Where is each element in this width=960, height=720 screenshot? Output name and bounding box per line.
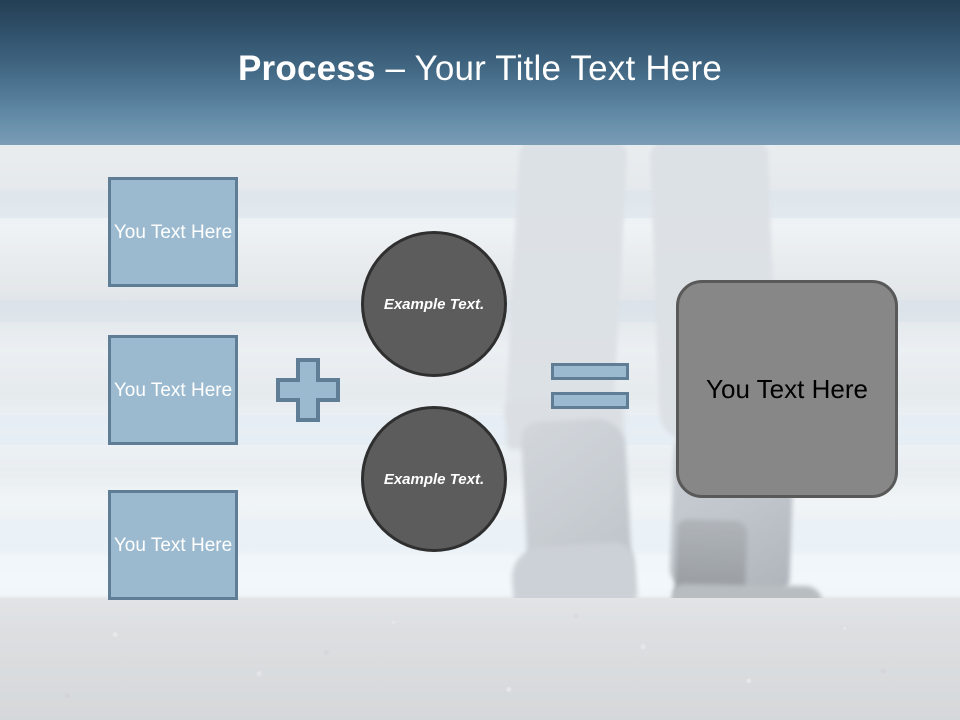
equals-icon (551, 363, 629, 409)
process-circle-1[interactable]: Example Text. (361, 231, 507, 377)
plus-icon (275, 357, 341, 423)
input-box-2-label: You Text Here (113, 379, 233, 401)
input-box-3[interactable]: You Text Here (108, 490, 238, 600)
process-circle-1-label: Example Text. (383, 295, 485, 313)
process-circle-2[interactable]: Example Text. (361, 406, 507, 552)
title-emphasis: Process (238, 49, 376, 88)
input-box-1-label: You Text Here (113, 221, 233, 243)
concrete-texture (0, 598, 960, 720)
input-box-2[interactable]: You Text Here (108, 335, 238, 445)
input-box-3-label: You Text Here (113, 534, 233, 556)
result-box[interactable]: You Text Here (676, 280, 898, 498)
title-rest: – Your Title Text Here (375, 49, 722, 88)
equals-bar-bottom (551, 392, 629, 409)
process-circle-2-label: Example Text. (383, 470, 485, 488)
result-box-label: You Text Here (706, 373, 868, 404)
concrete-step (0, 598, 960, 720)
equals-bar-top (551, 363, 629, 380)
page-title: Process – Your Title Text Here (0, 47, 960, 91)
input-box-1[interactable]: You Text Here (108, 177, 238, 287)
slide-header: Process – Your Title Text Here (0, 0, 960, 145)
